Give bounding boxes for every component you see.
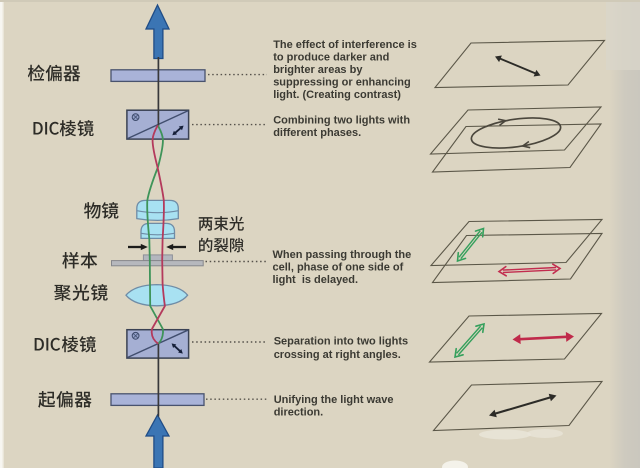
svg-text:brighter areas by: brighter areas by xyxy=(273,64,363,76)
svg-text:Combining two lights with: Combining two lights with xyxy=(273,114,410,126)
svg-text:suppressing or enhancing: suppressing or enhancing xyxy=(273,76,411,88)
svg-text:crossing at right angles.: crossing at right angles. xyxy=(274,349,401,361)
svg-text:different phases.: different phases. xyxy=(273,127,361,139)
svg-text:light is delayed.: light is delayed. xyxy=(273,274,359,286)
svg-text:direction.: direction. xyxy=(274,407,324,419)
svg-text:Separation into two lights: Separation into two lights xyxy=(274,335,408,347)
svg-text:When passing through the: When passing through the xyxy=(273,249,412,261)
svg-text:cell, phase of one side of: cell, phase of one side of xyxy=(273,261,404,273)
svg-text:to produce darker and: to produce darker and xyxy=(273,51,389,63)
svg-text:light. (Creating contrast): light. (Creating contrast) xyxy=(273,89,401,101)
svg-text:The effect of interference is: The effect of interference is xyxy=(273,39,417,51)
svg-text:Unifying the light wave: Unifying the light wave xyxy=(274,394,394,406)
